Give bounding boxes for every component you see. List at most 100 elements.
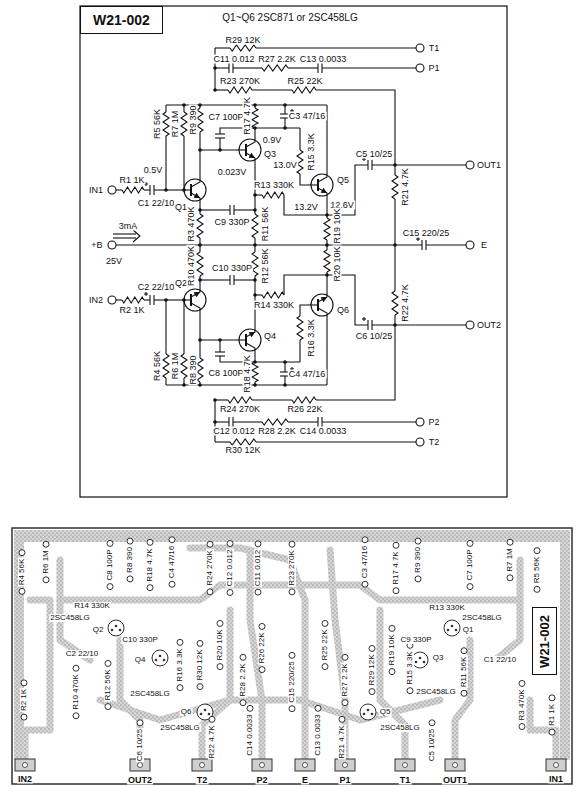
part-label: C2 22/10 (137, 283, 176, 292)
wire (199, 313, 200, 358)
transistor-symbol (236, 327, 261, 353)
component-pad (259, 667, 265, 673)
junction-dot (164, 188, 168, 192)
component-pad (534, 548, 540, 554)
resistor-symbol (230, 45, 256, 51)
wire (200, 149, 236, 150)
terminal-symbol (416, 438, 424, 446)
wire (394, 199, 395, 245)
capacitor-symbol (318, 63, 322, 73)
transistor-pin (415, 661, 418, 664)
part-label: R8 390 (189, 354, 198, 385)
pcb-label: R6 1M (42, 549, 50, 575)
transistor-symbol (308, 172, 333, 198)
junction-dot (283, 383, 287, 387)
transistor-pin (163, 659, 166, 662)
component-pad (339, 716, 345, 722)
wire (200, 209, 230, 210)
transistor-pin (363, 713, 366, 716)
pcb-label: R3 470K (518, 688, 526, 721)
component-pad (227, 589, 233, 595)
component-pad (534, 586, 540, 592)
pcb-label: R27 2.2K (341, 662, 349, 697)
resistor-symbol (197, 214, 203, 238)
component-pad (73, 713, 79, 719)
transistor-symbol (181, 287, 206, 313)
pcb-label: R7 1M (506, 547, 514, 573)
component-pad (393, 542, 399, 548)
resistor-symbol (292, 87, 316, 93)
wire (322, 67, 416, 68)
pcb-label: Q2 (92, 626, 105, 634)
component-pad (227, 541, 233, 547)
transistor-pin (451, 625, 454, 628)
resistor-symbol (163, 112, 169, 136)
part-label: 0.023V (217, 168, 248, 177)
current-arrow (113, 230, 140, 242)
terminal-symbol (108, 186, 116, 194)
wire (200, 279, 230, 280)
transistor-pin (155, 659, 158, 662)
pcb-label: R2 1K (20, 688, 28, 712)
component-pad (147, 585, 153, 591)
part-label: R26 22K (286, 405, 323, 414)
part-label: 13.0V (272, 161, 298, 170)
pcb-label: C9 330P (399, 636, 432, 644)
pcb-label: R21 4.7K (338, 724, 346, 759)
pad-hole (260, 763, 265, 768)
junction-dot (283, 103, 287, 107)
part-label: C10 330P (211, 264, 253, 273)
junction-dot (182, 383, 186, 387)
pcb-label: R8 390 (126, 546, 134, 574)
wire (299, 340, 300, 362)
transistor-pin (447, 629, 450, 632)
copper-trace (190, 548, 305, 762)
wire (220, 356, 300, 362)
pcb-label: R23 270K (288, 549, 296, 587)
wire (256, 441, 416, 442)
resistor-symbol (197, 358, 203, 382)
pcb-label: R14 330K (73, 602, 111, 610)
transistor-symbol (308, 292, 333, 318)
capacitor-symbol (230, 205, 234, 215)
transistor-footprint (108, 620, 124, 636)
wire (220, 128, 300, 134)
resistor-symbol (297, 316, 303, 340)
pcb-label: 2SC458LG (461, 614, 503, 622)
wire (252, 399, 292, 400)
wire (215, 441, 230, 442)
component-pad (19, 550, 25, 556)
wire (215, 67, 229, 68)
pcb-label: C12 0.012 (226, 549, 234, 588)
junction-dot (325, 243, 329, 247)
component-pad (247, 705, 253, 711)
resistor-symbol (181, 112, 187, 136)
pcb-label: R17 4.7K (392, 550, 400, 585)
junction-dot (253, 243, 257, 247)
component-pad (105, 660, 111, 666)
component-pad (207, 541, 213, 547)
component-pad (549, 729, 555, 735)
component-pad (209, 716, 215, 722)
pcb-label: T1 (399, 776, 412, 785)
junction-dot (198, 338, 202, 342)
transistor-pin (419, 657, 422, 660)
part-label: R5 56K (153, 108, 162, 140)
terminal-symbol (416, 64, 424, 72)
resistor-symbol (252, 108, 258, 128)
transistor-pin (367, 709, 370, 712)
junction-dot (213, 420, 217, 424)
component-pad (393, 588, 399, 594)
pcb-label: R30 12K (196, 648, 204, 681)
wire (288, 421, 318, 422)
copper-trace (495, 560, 520, 660)
part-label: C11 0.012 (213, 55, 256, 64)
part-label: C9 330P (213, 218, 250, 227)
component-pad (197, 640, 203, 646)
part-label: 25V (105, 257, 123, 266)
terminal-pad (335, 759, 355, 771)
wire (165, 105, 166, 112)
capacitor-symbol (362, 157, 372, 170)
pcb-label: R28 2.2K (239, 662, 247, 697)
part-label: Q3 (263, 150, 277, 159)
